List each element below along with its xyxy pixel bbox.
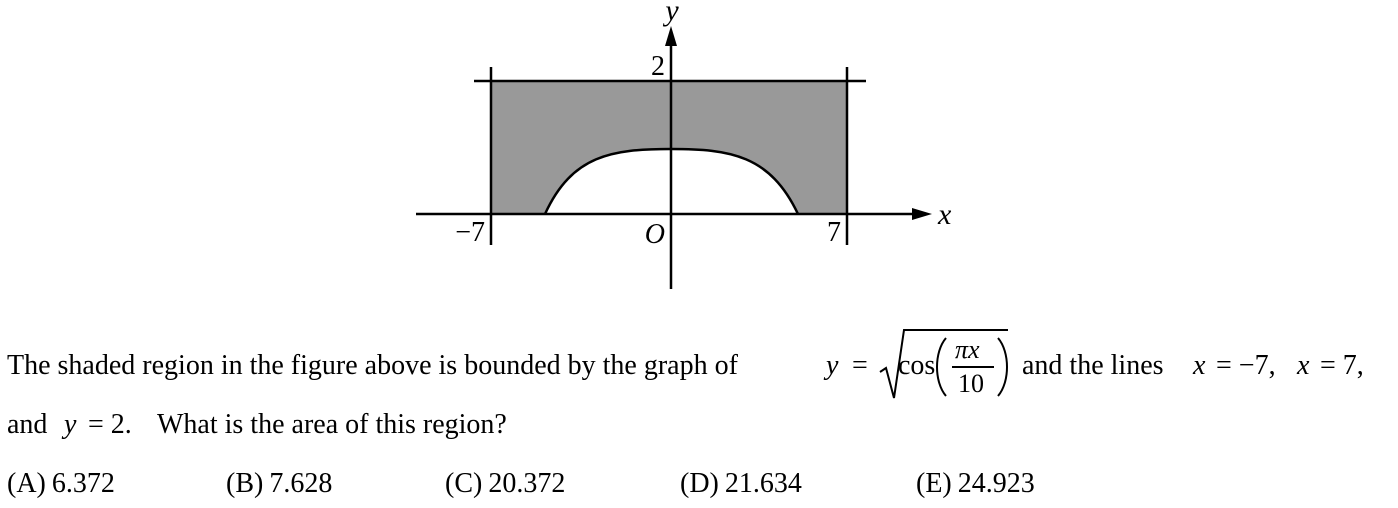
equation-y: y — [826, 350, 839, 381]
choice-e-label: (E) — [916, 468, 952, 499]
y-axis-arrow — [665, 26, 677, 46]
paren-right — [997, 337, 1008, 397]
tick-label-x-neg7: −7 — [455, 217, 485, 248]
cos-function: cos — [898, 350, 936, 381]
line-y-var: y — [64, 409, 77, 440]
fraction-denominator: 10 — [958, 369, 984, 398]
origin-label: O — [645, 219, 665, 250]
line-y-value: = 2. — [88, 409, 132, 440]
y-axis-label: y — [662, 0, 679, 27]
paren-left — [936, 337, 947, 397]
x-axis-label: x — [937, 198, 952, 231]
choice-e[interactable]: (E)24.923 — [916, 468, 1035, 500]
choice-a-value: 6.372 — [51, 468, 115, 499]
choice-c-label: (C) — [445, 468, 483, 499]
choice-d-value: 21.634 — [724, 468, 802, 499]
choice-b-label: (B) — [226, 468, 264, 499]
tick-label-y-2: 2 — [651, 51, 665, 82]
choice-a[interactable]: (A)6.372 — [7, 468, 115, 500]
choice-d-label: (D) — [680, 468, 719, 499]
fraction-numerator: πx — [955, 335, 980, 364]
line-x1-var: x — [1193, 350, 1206, 381]
line-x1-value: = −7, — [1216, 350, 1276, 381]
question-line2-end: What is the area of this region? — [157, 409, 507, 440]
question-line2-start: and — [7, 409, 48, 440]
tick-label-x-7: 7 — [827, 217, 841, 248]
radical-sign — [879, 329, 1008, 399]
line-x2-value: = 7, — [1320, 350, 1364, 381]
x-axis-arrow — [912, 208, 932, 220]
choice-b[interactable]: (B)7.628 — [226, 468, 332, 500]
equation-equals: = — [852, 350, 868, 381]
choice-d[interactable]: (D)21.634 — [680, 468, 802, 500]
choice-c-value: 20.372 — [488, 468, 566, 499]
choice-c[interactable]: (C)20.372 — [445, 468, 565, 500]
choice-b-value: 7.628 — [269, 468, 333, 499]
question-line1-mid: and the lines — [1022, 350, 1164, 381]
choice-e-value: 24.923 — [957, 468, 1035, 499]
graph-figure: y x 2 −7 7 O — [416, 0, 952, 289]
choice-a-label: (A) — [7, 468, 46, 499]
shaded-region — [491, 81, 847, 214]
question-line1-start: The shaded region in the figure above is… — [7, 350, 738, 381]
line-x2-var: x — [1297, 350, 1310, 381]
